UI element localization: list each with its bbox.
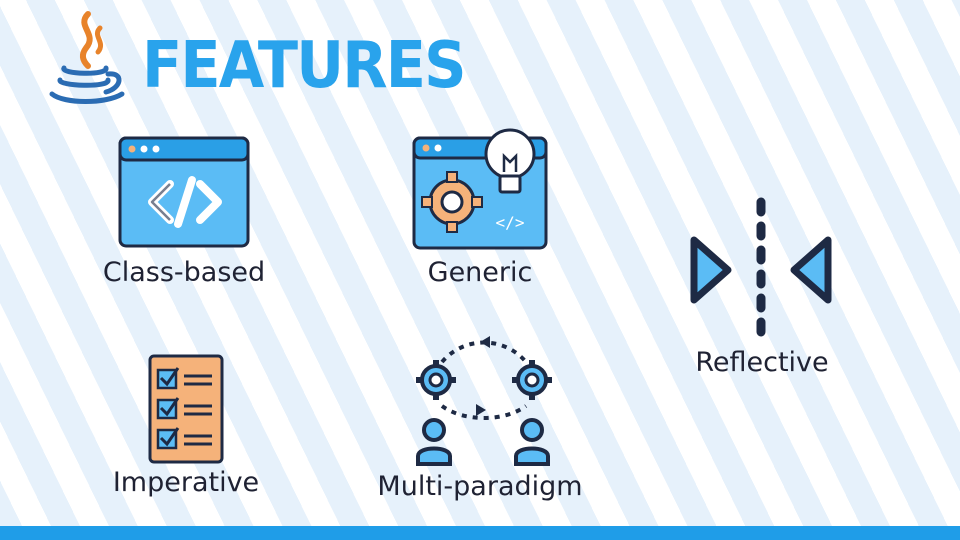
- java-logo-icon: [49, 11, 125, 104]
- feature-label-multi-paradigm: Multi-paradigm: [377, 471, 583, 502]
- page-title: FEATURES: [142, 29, 466, 103]
- checklist-icon: [148, 354, 224, 464]
- bottom-bar: [0, 526, 960, 540]
- feature-label-generic: Generic: [427, 257, 533, 288]
- gear-lightbulb-icon: </>: [412, 128, 548, 250]
- feature-label-imperative: Imperative: [112, 467, 260, 498]
- feature-label-reflective: Reflective: [695, 347, 829, 378]
- gears-people-cycle-icon: [416, 336, 552, 466]
- mirror-arrows-icon: [690, 197, 832, 341]
- feature-label-class-based: Class-based: [102, 257, 266, 288]
- svg-text:</>: </>: [496, 213, 525, 232]
- code-window-icon: [118, 136, 250, 248]
